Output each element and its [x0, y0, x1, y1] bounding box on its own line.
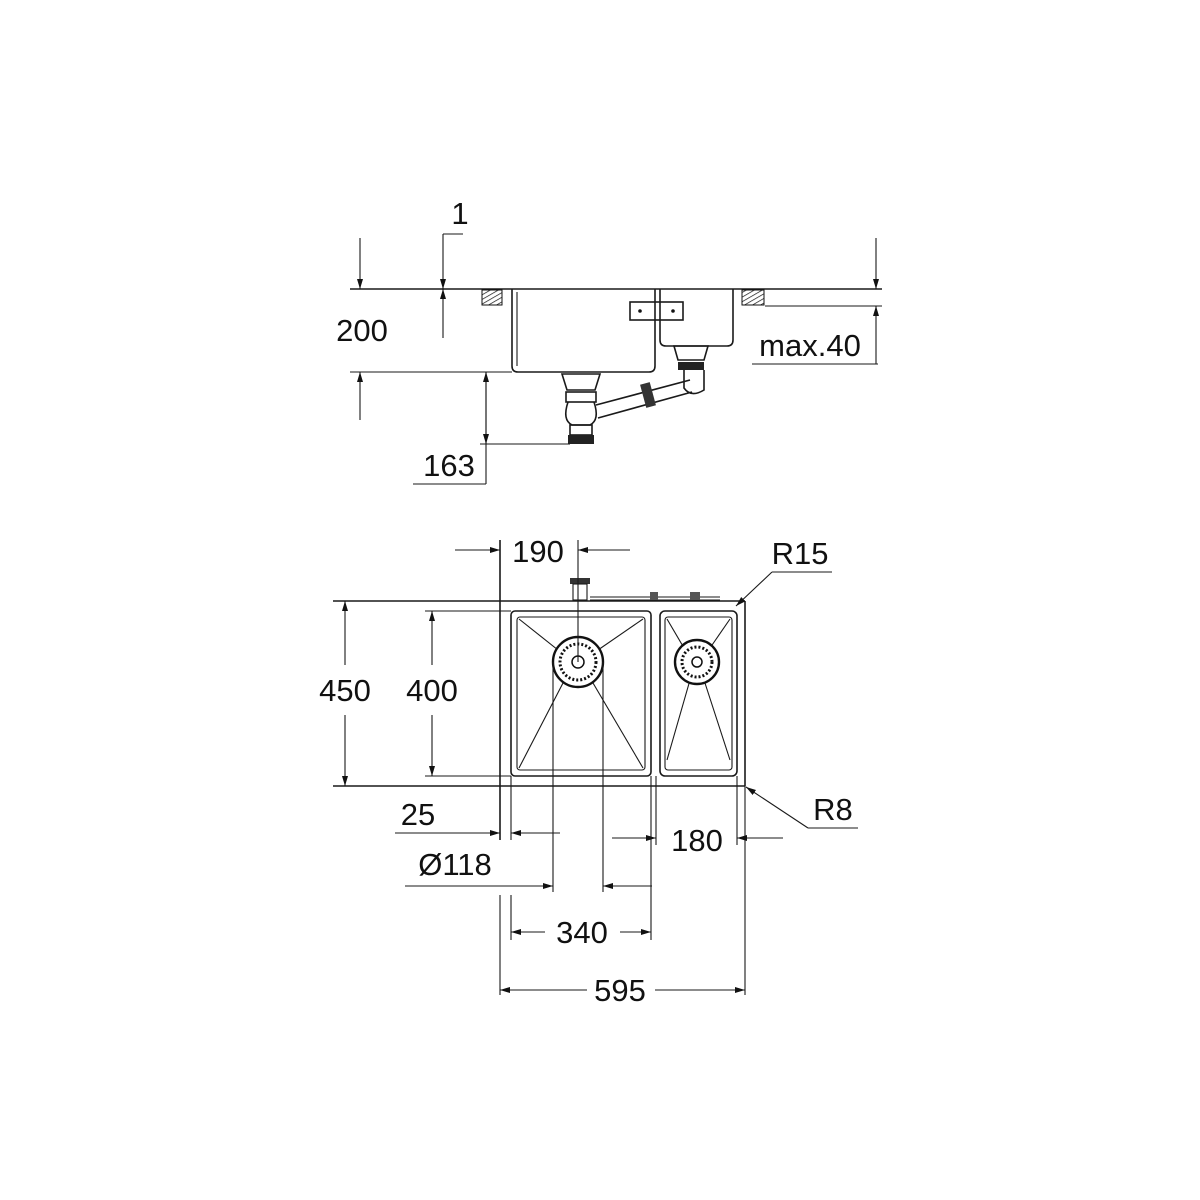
radius-r8: R8: [813, 792, 853, 827]
small-bowl-profile: [659, 289, 734, 347]
overflow-fitting: [570, 578, 720, 601]
dim-drain-offset-190: 190: [512, 534, 564, 569]
radius-r15: R15: [772, 536, 829, 571]
dim-small-bowl-180: 180: [671, 823, 723, 858]
dim-edge-25: 25: [401, 797, 435, 832]
small-drain-icon: [673, 638, 721, 686]
big-bowl-profile: [511, 289, 656, 373]
side-view: 200 1 max.40 163: [336, 196, 882, 485]
dim-height-200: 200: [336, 313, 388, 348]
dim-flange-1: 1: [451, 196, 468, 231]
overflow-bracket: [629, 301, 684, 321]
dim-bowl-depth-400: 400: [406, 673, 458, 708]
dim-drain-diameter-118: Ø118: [418, 847, 492, 882]
top-view: 190 R15 R8 450 400 25: [319, 534, 858, 1008]
dim-outer-depth-450: 450: [319, 673, 371, 708]
dim-drain-163: 163: [423, 448, 475, 483]
countertop-hatch-left: [481, 289, 503, 306]
dim-total-width-595: 595: [594, 973, 646, 1008]
big-bowl: [510, 610, 652, 777]
dim-countertop-max40: max.40: [759, 328, 861, 363]
small-bowl: [659, 610, 738, 777]
dim-big-bowl-340: 340: [556, 915, 608, 950]
drain-assembly: [560, 345, 710, 444]
countertop-hatch-right: [741, 289, 765, 306]
